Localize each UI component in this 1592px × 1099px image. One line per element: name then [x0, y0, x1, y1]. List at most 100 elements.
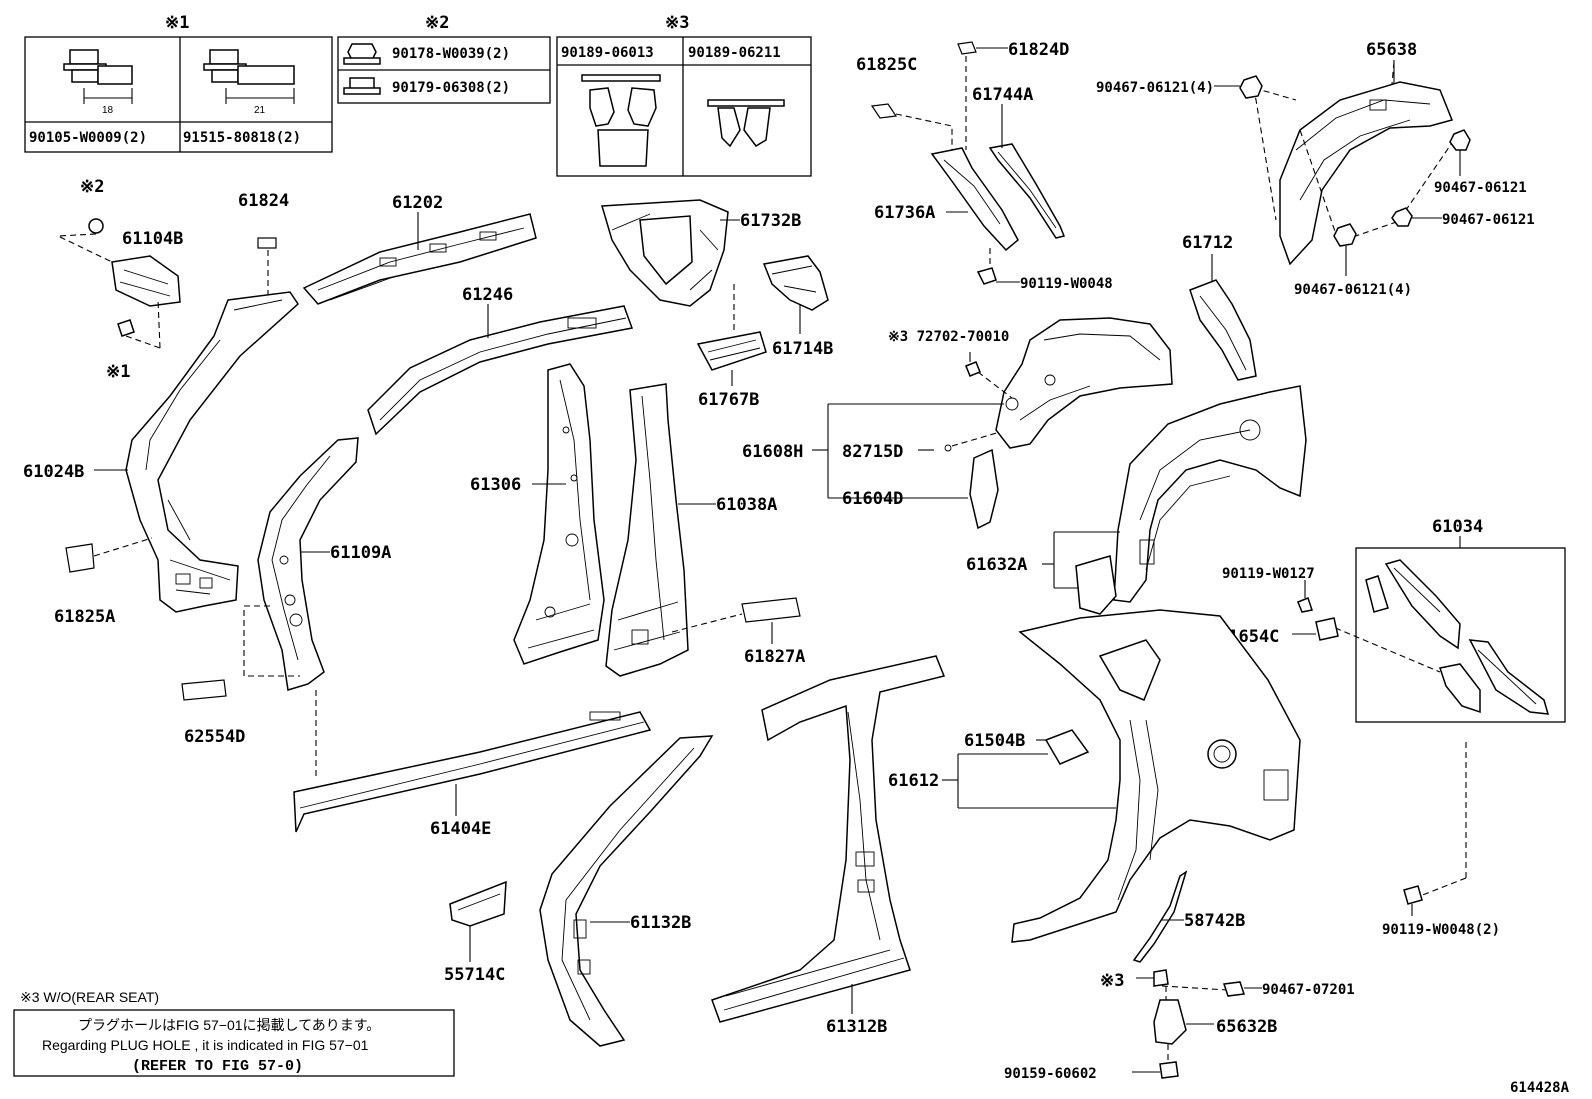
part-90179-06308[interactable]: 90179-06308(2): [392, 80, 510, 96]
part-91515-80818[interactable]: 91515-80818(2): [183, 130, 301, 146]
part-61038A[interactable]: 61038A: [716, 495, 777, 515]
kit1-dim-a: 18: [102, 105, 114, 116]
pad-61824: [257, 237, 277, 249]
nut-90467-06121-b: [1449, 129, 1471, 151]
part-61604D[interactable]: 61604D: [842, 489, 903, 509]
footnote-x3: ※3 W/O(REAR SEAT): [20, 989, 159, 1005]
part-61612[interactable]: 61612: [888, 771, 939, 791]
kit2-mark: ※2: [425, 13, 449, 33]
bolt-90159-60602: [1159, 1061, 1179, 1079]
part-61712[interactable]: 61712: [1182, 233, 1233, 253]
x3-mark-clip: ※3: [1100, 971, 1124, 991]
nut-90467-06121-c: [1391, 207, 1413, 227]
part-90189-06013[interactable]: 90189-06013: [561, 45, 654, 61]
note-box: [13, 1009, 455, 1077]
pillar-reinf-61038A: [605, 383, 689, 677]
clip-90467-07201: [1222, 981, 1246, 997]
pad-61827A: [741, 597, 801, 623]
part-61608H[interactable]: 61608H: [742, 442, 803, 462]
part-90467-06121-4-bottom[interactable]: 90467-06121(4): [1294, 282, 1412, 298]
note-refer: (REFER TO FIG 57-0): [132, 1058, 303, 1075]
panel-61312B: [711, 655, 946, 1023]
part-90467-06121-4-top[interactable]: 90467-06121(4): [1096, 80, 1214, 96]
quarter-outer-61612: [1011, 609, 1301, 943]
bracket-55714C: [449, 880, 507, 927]
bracket-61712: [1189, 279, 1257, 381]
part-61632A[interactable]: 61632A: [966, 555, 1027, 575]
part-61825A[interactable]: 61825A: [54, 607, 115, 627]
part-61827A[interactable]: 61827A: [744, 647, 805, 667]
part-61767B[interactable]: 61767B: [698, 390, 759, 410]
part-61732B[interactable]: 61732B: [740, 211, 801, 231]
part-61104B[interactable]: 61104B: [122, 229, 183, 249]
roof-rail-61202: [302, 213, 537, 305]
part-72702-70010[interactable]: ※3 72702-70010: [888, 329, 1009, 345]
part-55714C[interactable]: 55714C: [444, 965, 505, 985]
liner-65638: [1279, 81, 1454, 266]
diagram-id: 614428A: [1510, 1080, 1570, 1096]
part-61824[interactable]: 61824: [238, 191, 289, 211]
part-61504B[interactable]: 61504B: [964, 731, 1025, 751]
part-90105-W0009[interactable]: 90105-W0009(2): [29, 130, 147, 146]
nut-90467-06121-d: [1333, 223, 1357, 247]
part-61034[interactable]: 61034: [1432, 517, 1483, 537]
pad-61825A: [65, 543, 95, 573]
part-61132B[interactable]: 61132B: [630, 913, 691, 933]
part-90467-06121-right2[interactable]: 90467-06121: [1442, 212, 1535, 228]
bracket-61504B: [1044, 729, 1090, 765]
pad-61825C: [870, 103, 898, 119]
bolt-90119-W0127: [1297, 597, 1313, 613]
part-90467-06121-right[interactable]: 90467-06121: [1434, 180, 1527, 196]
part-61404E[interactable]: 61404E: [430, 819, 491, 839]
clip-x3: [1153, 969, 1169, 987]
part-82715D[interactable]: 82715D: [842, 442, 903, 462]
bolt-72702: [965, 361, 981, 377]
kit3-mark: ※3: [665, 13, 689, 33]
bolt-90119-W0048-2: [1403, 885, 1423, 905]
part-61202[interactable]: 61202: [392, 193, 443, 213]
note-en: Regarding PLUG HOLE , it is indicated in…: [42, 1037, 369, 1053]
part-61824D[interactable]: 61824D: [1008, 40, 1069, 60]
strip-58742B: [1132, 870, 1188, 963]
quarter-inner-61632A: [1113, 385, 1307, 603]
part-61246[interactable]: 61246: [462, 285, 513, 305]
part-90189-06211[interactable]: 90189-06211: [688, 45, 781, 61]
part-90119-W0127[interactable]: 90119-W0127: [1222, 566, 1315, 582]
part-61024B[interactable]: 61024B: [23, 462, 84, 482]
part-65632B[interactable]: 65632B: [1216, 1017, 1277, 1037]
bracket-61104B: [57, 218, 181, 349]
part-61306[interactable]: 61306: [470, 475, 521, 495]
bracket-61714B: [762, 255, 829, 311]
bracket-61632A: [1075, 555, 1117, 615]
part-90178-W0039[interactable]: 90178-W0039(2): [392, 46, 510, 62]
part-90159-60602[interactable]: 90159-60602: [1004, 1066, 1097, 1082]
panel-61109A: [257, 437, 359, 691]
pillar-outer-61132B: [539, 735, 714, 1047]
kit1-dim-b: 21: [254, 105, 266, 116]
part-62554D[interactable]: 62554D: [184, 727, 245, 747]
pillar-inner-61306: [513, 363, 605, 665]
part-90467-07201[interactable]: 90467-07201: [1262, 982, 1355, 998]
rocker-61404E: [293, 711, 652, 833]
part-61109A[interactable]: 61109A: [330, 543, 391, 563]
part-61714B[interactable]: 61714B: [772, 339, 833, 359]
note-jp: プラグホールはFIG 57−01に掲載してあります。: [78, 1017, 380, 1033]
part-61736A[interactable]: 61736A: [874, 203, 935, 223]
bracket-61767B: [696, 331, 767, 371]
part-90119-W0048-2[interactable]: 90119-W0048(2): [1382, 922, 1500, 938]
part-58742B[interactable]: 58742B: [1184, 911, 1245, 931]
part-90119-W0048[interactable]: 90119-W0048: [1020, 276, 1113, 292]
part-61825C[interactable]: 61825C: [856, 55, 917, 75]
reinforcements-61034: [1365, 559, 1550, 715]
part-65638[interactable]: 65638: [1366, 40, 1417, 60]
bracket-65632B: [1153, 999, 1187, 1045]
kit-box-1: [24, 36, 333, 153]
bracket-61604D: [969, 448, 999, 530]
bracket-61732B: [601, 199, 729, 307]
part-61312B[interactable]: 61312B: [826, 1017, 887, 1037]
panel-61736A: [930, 147, 1019, 252]
kit-box-2: [337, 36, 551, 104]
part-61744A[interactable]: 61744A: [972, 85, 1033, 105]
